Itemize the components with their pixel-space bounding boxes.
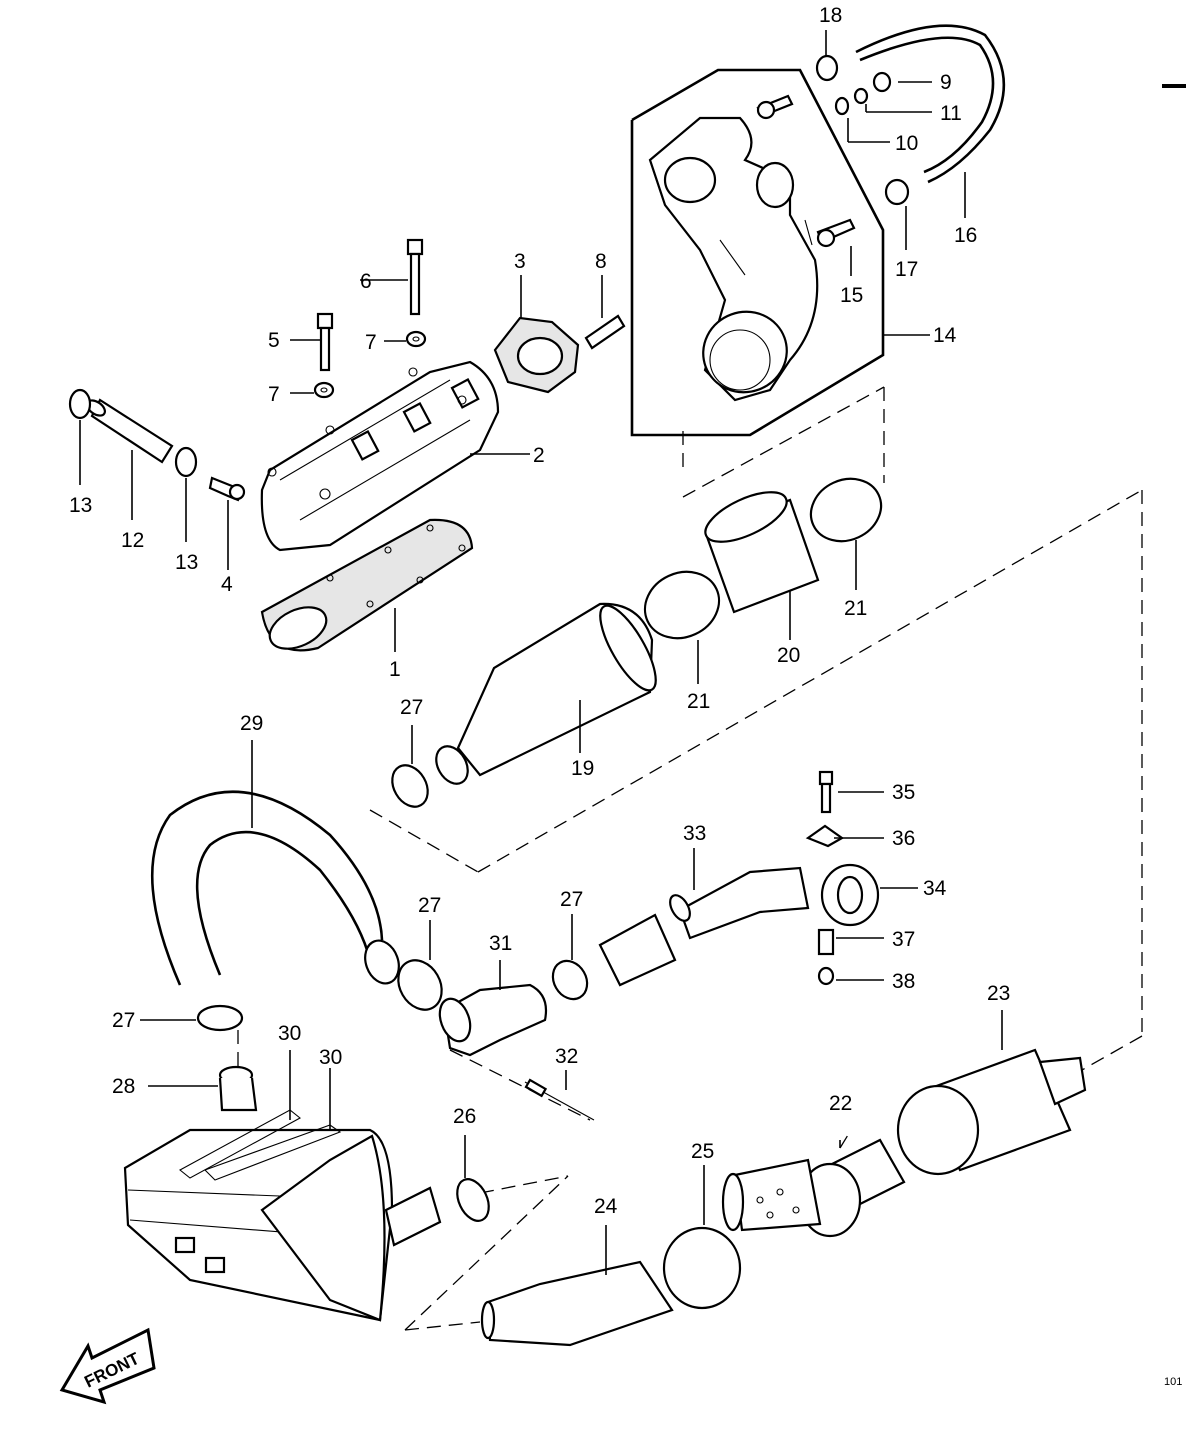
sleeve-20 bbox=[704, 491, 820, 614]
muffler-28 bbox=[123, 1065, 442, 1322]
clamp-27 bbox=[196, 764, 589, 1032]
label-part-35: 35 bbox=[892, 781, 915, 804]
clamp-13 bbox=[68, 388, 198, 478]
bracket-36 bbox=[805, 824, 845, 848]
label-part-33: 33 bbox=[683, 822, 706, 845]
label-part-13-b: 13 bbox=[175, 551, 198, 574]
leader-lines bbox=[79, 30, 1003, 1275]
label-part-28: 28 bbox=[112, 1075, 135, 1098]
bolt-5 bbox=[316, 312, 334, 372]
label-part-34: 34 bbox=[923, 877, 947, 900]
label-part-15: 15 bbox=[840, 284, 863, 307]
mount-34 bbox=[820, 863, 880, 927]
label-part-2: 2 bbox=[533, 444, 545, 467]
label-part-25: 25 bbox=[691, 1140, 714, 1163]
elbow-31 bbox=[438, 983, 548, 1057]
label-part-26: 26 bbox=[453, 1105, 476, 1128]
exhaust-manifold-2 bbox=[260, 360, 500, 552]
label-part-27-d: 27 bbox=[112, 1009, 135, 1032]
clamp-25 bbox=[662, 1226, 742, 1310]
silencer-pipe-23 bbox=[896, 1048, 1087, 1176]
hose-12 bbox=[86, 398, 174, 464]
label-part-30-b: 30 bbox=[319, 1046, 342, 1069]
expansion-chamber-19 bbox=[435, 602, 657, 785]
bolt-6 bbox=[406, 238, 424, 316]
label-part-27-b: 27 bbox=[418, 894, 441, 917]
nut-38 bbox=[817, 966, 835, 986]
label-part-24: 24 bbox=[594, 1195, 618, 1218]
label-part-22: 22 bbox=[829, 1092, 852, 1115]
label-part-30-a: 30 bbox=[278, 1022, 301, 1045]
label-part-14: 14 bbox=[933, 324, 957, 347]
label-part-10: 10 bbox=[895, 132, 918, 155]
label-part-21-b: 21 bbox=[844, 597, 867, 620]
label-part-21-a: 21 bbox=[687, 690, 710, 713]
label-part-18: 18 bbox=[819, 4, 842, 27]
collar-37 bbox=[817, 928, 835, 956]
washer-11 bbox=[853, 87, 869, 105]
group-outline-14 bbox=[630, 68, 885, 437]
label-part-19: 19 bbox=[571, 757, 594, 780]
stud-8 bbox=[584, 314, 626, 350]
bolt-4 bbox=[208, 476, 246, 502]
clamp-17 bbox=[884, 178, 910, 206]
label-part-37: 37 bbox=[892, 928, 915, 951]
label-part-27-c: 27 bbox=[560, 888, 583, 911]
label-part-31: 31 bbox=[489, 932, 512, 955]
cylinder-joint-14 bbox=[648, 116, 819, 402]
nut-9 bbox=[872, 71, 892, 93]
label-part-9: 9 bbox=[940, 71, 952, 94]
label-part-29: 29 bbox=[240, 712, 263, 735]
pipe-22 bbox=[721, 1138, 906, 1238]
label-part-32: 32 bbox=[555, 1045, 578, 1068]
front-arrow-icon: FRONT bbox=[59, 1327, 156, 1405]
label-part-6: 6 bbox=[360, 270, 372, 293]
tail-pipe-24 bbox=[480, 1260, 674, 1347]
label-part-4: 4 bbox=[221, 573, 233, 596]
bolt-top bbox=[756, 94, 794, 120]
label-part-5: 5 bbox=[268, 329, 280, 352]
label-part-1: 1 bbox=[389, 658, 401, 681]
label-part-3: 3 bbox=[514, 250, 526, 273]
sensor-32 bbox=[524, 1078, 595, 1121]
label-part-36: 36 bbox=[892, 827, 915, 850]
label-part-23: 23 bbox=[987, 982, 1010, 1005]
bolt-35 bbox=[818, 770, 834, 814]
clamp-26 bbox=[456, 1178, 490, 1222]
clamp-18 bbox=[815, 54, 839, 82]
label-part-27-a: 27 bbox=[400, 696, 423, 719]
label-part-7-a: 7 bbox=[268, 383, 280, 406]
washer-7 bbox=[313, 330, 427, 399]
gasket-1 bbox=[260, 518, 474, 652]
page-marker: 101 bbox=[1164, 1376, 1182, 1388]
label-part-12: 12 bbox=[121, 529, 144, 552]
strap-30 bbox=[174, 1109, 342, 1274]
label-part-38: 38 bbox=[892, 970, 915, 993]
flange-gasket-3 bbox=[493, 316, 580, 394]
hose-33 bbox=[598, 866, 810, 987]
label-part-13-a: 13 bbox=[69, 494, 92, 517]
label-part-7-b: 7 bbox=[365, 331, 377, 354]
washer-10 bbox=[834, 96, 850, 116]
label-part-11: 11 bbox=[940, 102, 962, 125]
group-outline-19-20-21 bbox=[369, 386, 1143, 1071]
bolt-15 bbox=[816, 218, 856, 248]
label-part-20: 20 bbox=[777, 644, 800, 667]
label-part-8: 8 bbox=[595, 250, 607, 273]
hose-16 bbox=[855, 24, 1006, 184]
label-part-16: 16 bbox=[954, 224, 977, 247]
clamp-21 bbox=[643, 477, 883, 640]
exhaust-pipe-29 bbox=[150, 790, 400, 986]
part-number-labels: 1 2 3 4 5 6 7 7 8 9 10 11 12 13 13 14 15… bbox=[69, 4, 1010, 1218]
label-part-17: 17 bbox=[895, 258, 918, 281]
